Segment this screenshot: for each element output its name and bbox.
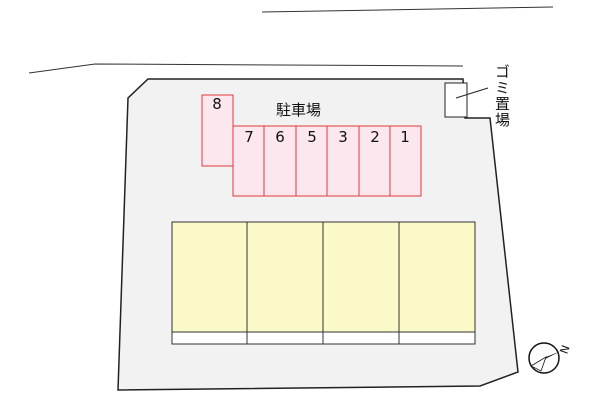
parking-spot-1 (389, 125, 422, 197)
parking-spot-label-8: 8 (212, 95, 222, 113)
parking-spot-7 (232, 125, 265, 197)
garbage-area (444, 82, 468, 118)
garbage-leader-line (455, 87, 489, 99)
garbage-area-label: ゴミ置場 (493, 64, 511, 128)
parking-spot-8 (201, 94, 234, 167)
parking-spot-label-5: 5 (307, 128, 317, 146)
building-unit-2 (246, 221, 324, 345)
boundary-line (28, 63, 464, 74)
parking-spot-label-3: 3 (338, 128, 348, 146)
north-compass-icon (528, 342, 561, 374)
building-unit-4 (398, 221, 476, 345)
parking-spot-label-2: 2 (370, 128, 380, 146)
parking-spot-label-7: 7 (244, 128, 254, 146)
parking-spot-label-6: 6 (275, 128, 285, 146)
parking-title: 駐車場 (276, 101, 322, 119)
building-unit-3 (322, 221, 400, 345)
parking-spot-6 (263, 125, 297, 197)
road-line-top (261, 6, 554, 13)
parking-spot-label-1: 1 (400, 128, 410, 146)
building-unit-1 (171, 221, 248, 345)
